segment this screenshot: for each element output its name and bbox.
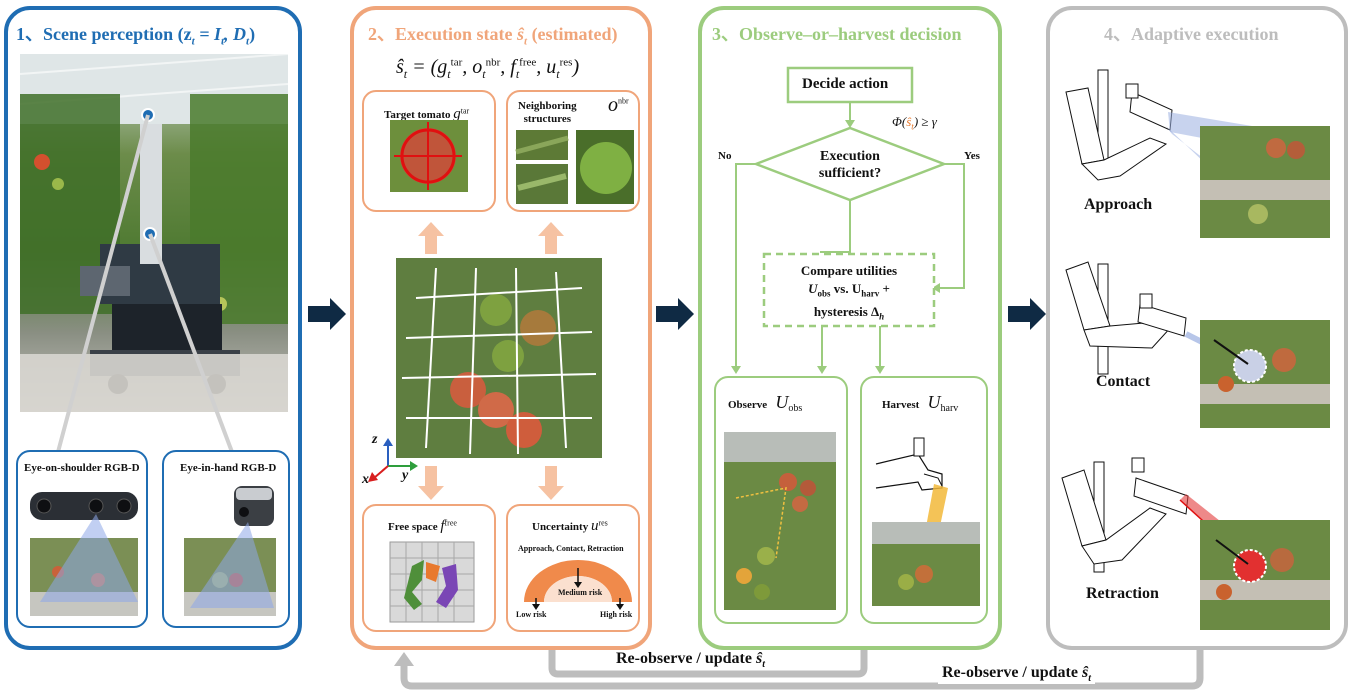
realsense-camera-icon bbox=[30, 492, 138, 520]
target-tomato-label: Target tomato gtar bbox=[384, 106, 470, 122]
outer-loop-label: Re-observe / update ŝt bbox=[938, 664, 1095, 685]
harvest-label: Harvest Uharv bbox=[882, 392, 959, 415]
eye-in-hand-label: Eye-in-hand RGB-D bbox=[180, 462, 277, 474]
panel1-title: 1、Scene perception (zt = It, Dt) bbox=[16, 24, 256, 48]
axis-x-label: x bbox=[362, 472, 369, 487]
free-space-label: Free space ffree bbox=[388, 518, 457, 534]
uncertainty-box: Uncertainty ures Approach, Contact, Retr… bbox=[506, 504, 640, 632]
medium-risk-label: Medium risk bbox=[558, 588, 603, 597]
axis-y-label: y bbox=[402, 468, 409, 483]
high-risk-label: High risk bbox=[600, 610, 633, 619]
risk-gauge bbox=[524, 560, 632, 602]
flow-arrow-3-4 bbox=[1008, 298, 1046, 330]
harvest-box: Harvest Uharv bbox=[860, 376, 988, 624]
neighbor-symbol: onbr bbox=[608, 94, 629, 116]
approach-label: Approach bbox=[1084, 196, 1153, 213]
flow-arrow-2-3 bbox=[656, 298, 694, 330]
uncertainty-phases: Approach, Contact, Retraction bbox=[518, 544, 624, 553]
decide-action-text: Decide action bbox=[802, 76, 889, 92]
retraction-label: Retraction bbox=[1086, 585, 1159, 602]
panel3-title: 3、Observe–or–harvest decision bbox=[712, 24, 962, 44]
observe-label: Observe Uobs bbox=[728, 392, 803, 415]
inner-loop-label: Re-observe / update ŝt bbox=[612, 650, 769, 671]
contact-gripper-drawing bbox=[1065, 261, 1248, 375]
outer-loop-arrow bbox=[400, 648, 1204, 690]
eye-on-shoulder-camera-box: Eye-on-shoulder RGB-D bbox=[16, 450, 148, 628]
low-risk-label: Low risk bbox=[516, 610, 547, 619]
flow-arrow-1-2 bbox=[308, 298, 346, 330]
state-formula: ŝt = (gttar, otnbr, ftfree, utres) bbox=[396, 56, 580, 81]
panel2-title: 2、Execution state ŝt (estimated) bbox=[368, 24, 618, 48]
compare-utilities-box bbox=[762, 252, 936, 328]
retraction-scene-image bbox=[1200, 520, 1330, 630]
axis-z-label: z bbox=[372, 432, 378, 447]
voxel-cube bbox=[389, 541, 475, 623]
compare-utilities-text: Compare utilities Uobs vs. Uharv + hyste… bbox=[800, 263, 898, 322]
inner-loop-arrow bbox=[548, 628, 868, 678]
free-space-box: Free space ffree bbox=[362, 504, 496, 632]
voxel-grid-scene bbox=[396, 258, 602, 458]
contact-label: Contact bbox=[1096, 373, 1151, 390]
decide-action-box bbox=[786, 66, 914, 104]
panel4-title: 4、Adaptive execution bbox=[1104, 24, 1279, 44]
eye-in-hand-camera-box: Eye-in-hand RGB-D bbox=[162, 450, 290, 628]
eye-on-shoulder-label: Eye-on-shoulder RGB-D bbox=[24, 462, 140, 474]
target-tomato-box: Target tomato gtar bbox=[362, 90, 496, 212]
phi-threshold: Φ(ŝt) ≥ γ bbox=[892, 114, 937, 132]
yes-label: Yes bbox=[964, 150, 980, 162]
observe-box: Observe Uobs bbox=[714, 376, 848, 624]
no-label: No bbox=[718, 150, 732, 162]
harvest-gripper-drawing bbox=[875, 453, 943, 491]
uncertainty-label: Uncertainty ures bbox=[532, 518, 608, 534]
